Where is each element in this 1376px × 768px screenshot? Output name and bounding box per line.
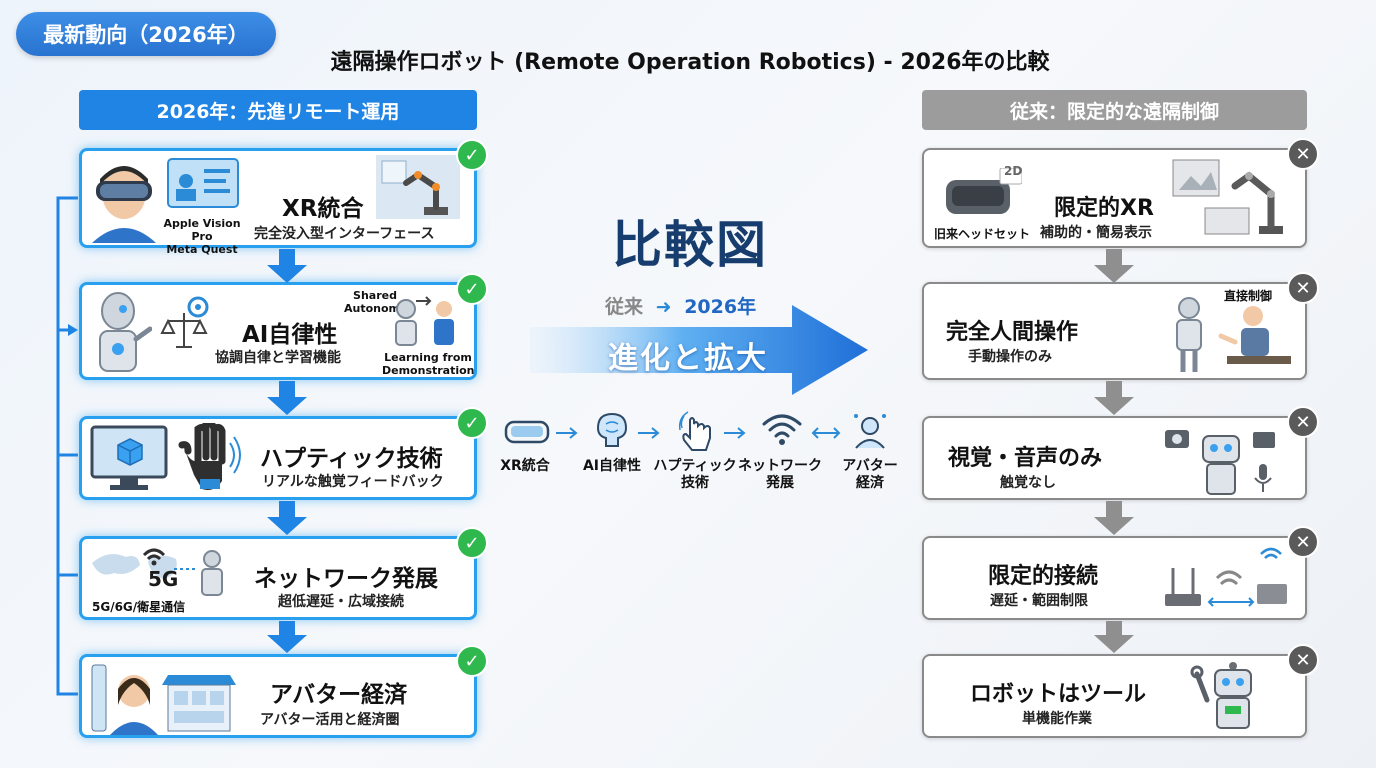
down-arrow-2	[267, 381, 307, 415]
card-limited-xr: 2D 旧来ヘッドセット 限定的XR 補助的・簡易表示 ✕	[922, 138, 1319, 248]
down-arrow-4	[267, 621, 307, 653]
card-title: AI自律性	[242, 322, 338, 348]
robot-human-teaching-icon	[395, 296, 454, 346]
card-title: アバター経済	[270, 682, 408, 708]
humanoid-robot-icon	[99, 292, 152, 372]
from-to-label: 従来 ➜ 2026年	[605, 292, 756, 319]
balance-gear-icon	[160, 296, 209, 348]
network-types-note: 5G/6G/衛星通信	[92, 600, 186, 614]
shared-autonomy-note: Shared Autonomy	[344, 289, 408, 315]
card-title: XR統合	[282, 196, 364, 222]
right-column-header: 従来：限定的な遠隔制御	[922, 90, 1307, 130]
brain-icon	[596, 412, 628, 447]
card-title: 限定的接続	[988, 564, 1099, 589]
world-map-5g-icon	[92, 548, 223, 596]
simple-robot-wrench-icon	[1190, 662, 1252, 729]
check-icon: ✓	[456, 645, 488, 677]
card-subtitle: 触覚なし	[1000, 475, 1056, 491]
card-avatar-economy: アバター経済 アバター活用と経済圏 ✓	[79, 645, 488, 738]
check-icon: ✓	[456, 407, 488, 439]
right-arrow-icon: ➜	[655, 296, 672, 318]
cross-icon: ✕	[1287, 526, 1319, 558]
cross-icon: ✕	[1287, 406, 1319, 438]
card-subtitle: 単機能作業	[1022, 711, 1092, 727]
card-robot-as-tool: ロボットはツール 単機能作業 ✕	[922, 644, 1319, 738]
monitor-cube-icon	[90, 425, 168, 490]
left-column-header: 2026年：先進リモート運用	[79, 90, 477, 130]
card-haptic-technology: ハプティック技術 リアルな触覚フィードバック ✓	[79, 407, 488, 500]
card-subtitle: アバター活用と経済圏	[260, 712, 400, 728]
down-arrow-1	[267, 249, 307, 283]
legacy-headset-icon	[946, 168, 1022, 214]
vr-headset-user-icon	[92, 166, 156, 243]
evolution-label: 進化と拡大	[608, 341, 768, 376]
comparison-title: 比較図	[612, 216, 768, 274]
wifi-icon	[762, 414, 802, 445]
2d-label: 2D	[1004, 164, 1023, 178]
card-ai-autonomy: Shared Autonomy AI自律性 協調自律と学習機能 Learning…	[79, 273, 488, 380]
haptic-glove-icon	[178, 423, 241, 490]
gray-down-arrow-4	[1094, 621, 1134, 653]
card-vision-audio-only: 視覚・音声のみ 触覚なし ✕	[922, 406, 1319, 500]
5g-label: 5G	[148, 567, 179, 591]
gray-down-arrow-2	[1094, 381, 1134, 415]
card-subtitle: 手動操作のみ	[968, 349, 1052, 365]
card-xr-integration: Apple Vision Pro Meta Quest XR統合 完全没入型イン…	[79, 139, 488, 256]
evolution-big-arrow	[530, 305, 868, 395]
card-subtitle: 協調自律と学習機能	[215, 350, 341, 366]
page-title: 遠隔操作ロボット (Remote Operation Robotics) - 2…	[330, 50, 1050, 75]
xr-goggles-icon	[504, 420, 550, 444]
router-wifi-monitor-icon	[1165, 547, 1287, 607]
card-title: 完全人間操作	[946, 320, 1079, 345]
card-network-development: 5G 5G/6G/衛星通信 ネットワーク発展 超低遅延・広域接続 ✓	[79, 527, 488, 620]
card-title: ネットワーク発展	[254, 566, 438, 592]
avatar-user-icon	[854, 414, 886, 449]
card-title: ハプティック技術	[260, 446, 443, 472]
card-full-human-operation: 完全人間操作 手動操作のみ 直接制御 ✕	[922, 272, 1319, 380]
check-icon: ✓	[456, 139, 488, 171]
legacy-headset-note: 旧来ヘッドセット	[934, 227, 1031, 241]
card-subtitle: リアルな触覚フィードバック	[262, 474, 444, 490]
flow-label-avatar: アバター 経済	[842, 458, 898, 491]
left-connector-bracket	[56, 196, 78, 696]
direct-control-note: 直接制御	[1224, 289, 1273, 303]
from-label: 従来	[605, 296, 644, 318]
down-arrow-3	[267, 501, 307, 535]
touch-hand-icon	[678, 411, 711, 451]
human-operator-robot-icon	[1176, 297, 1291, 372]
card-subtitle: 補助的・簡易表示	[1040, 225, 1152, 241]
avatar-store-icon	[91, 664, 236, 735]
flow-arrow-1	[556, 427, 578, 439]
latest-trend-badge: 最新動向（2026年）	[16, 12, 276, 56]
gray-down-arrow-1	[1094, 249, 1134, 283]
card-limited-connection: 限定的接続 遅延・範囲制限 ✕	[922, 526, 1319, 620]
check-icon: ✓	[456, 273, 488, 305]
card-title: 限定的XR	[1054, 196, 1154, 221]
cross-icon: ✕	[1287, 272, 1319, 304]
learning-demo-note: Learning from Demonstration	[382, 351, 475, 377]
card-title: ロボットはツール	[970, 682, 1147, 707]
holographic-display-icon	[167, 158, 239, 208]
flow-arrow-2	[638, 427, 660, 439]
check-icon: ✓	[456, 527, 488, 559]
card-subtitle: 超低遅延・広域接続	[278, 594, 404, 610]
card-title: 視覚・音声のみ	[948, 446, 1103, 471]
flow-arrow-3	[724, 427, 746, 439]
flow-double-arrow	[811, 427, 841, 439]
card-subtitle: 完全没入型インターフェース	[254, 226, 435, 242]
cross-icon: ✕	[1287, 138, 1319, 170]
cross-icon: ✕	[1287, 644, 1319, 676]
gray-down-arrow-3	[1094, 501, 1134, 535]
xr-devices-note: Apple Vision Pro Meta Quest	[163, 217, 241, 256]
flow-label-ai: AI自律性	[582, 458, 642, 474]
robot-arm-lab-icon	[376, 155, 460, 219]
camera-robot-mic-icon	[1165, 430, 1275, 495]
legacy-robot-arm-icon	[1172, 159, 1283, 235]
to-label: 2026年	[684, 296, 757, 318]
card-subtitle: 遅延・範囲制限	[990, 593, 1088, 609]
flow-label-network: ネットワーク 発展	[738, 458, 822, 491]
flow-label-haptic: ハプティック 技術	[653, 458, 737, 491]
flow-label-xr: XR統合	[500, 458, 550, 474]
